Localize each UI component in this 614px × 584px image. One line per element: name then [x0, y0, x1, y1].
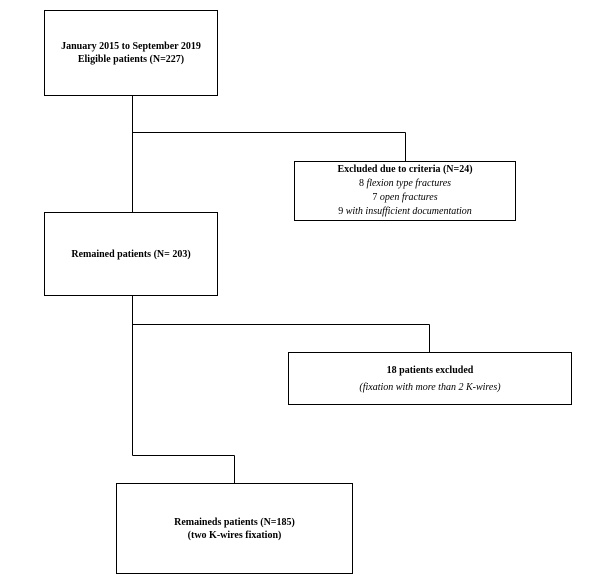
- final-count-text: Remaineds patients (N=185): [174, 516, 295, 528]
- excluded-criteria-title: Excluded due to criteria (N=24): [337, 164, 473, 175]
- remained-patients-box: Remained patients (N= 203): [44, 212, 218, 296]
- eligible-patients-box: January 2015 to September 2019 Eligible …: [44, 10, 218, 96]
- reason-count: 9: [338, 206, 344, 217]
- study-period-text: January 2015 to September 2019: [61, 41, 201, 52]
- final-fixation-text: (two K-wires fixation): [187, 529, 282, 541]
- exclusion-reason-open: 7 open fractures: [372, 191, 437, 205]
- eligible-count-text: Eligible patients (N=227): [77, 54, 185, 65]
- reason-text: flexion type fractures: [366, 178, 452, 189]
- exclusion-reason-documentation: 9 with insufficient documentation: [338, 205, 472, 219]
- reason-count: 8: [358, 178, 364, 189]
- reason-count: 7: [372, 192, 378, 203]
- exclusion-reason-flexion: 8 flexion type fractures: [359, 177, 451, 191]
- excluded-kwires-title: 18 patients excluded: [386, 364, 474, 376]
- final-patients-box: Remaineds patients (N=185) (two K-wires …: [116, 483, 353, 574]
- excluded-kwires-detail: (fixation with more than 2 K-wires): [359, 381, 501, 393]
- reason-text: open fractures: [379, 192, 438, 203]
- excluded-kwires-box: 18 patients excluded (fixation with more…: [288, 352, 572, 405]
- remained-count-text: Remained patients (N= 203): [71, 248, 191, 260]
- excluded-criteria-box: Excluded due to criteria (N=24) 8 flexio…: [294, 161, 516, 221]
- reason-text: with insufficient documentation: [345, 206, 472, 217]
